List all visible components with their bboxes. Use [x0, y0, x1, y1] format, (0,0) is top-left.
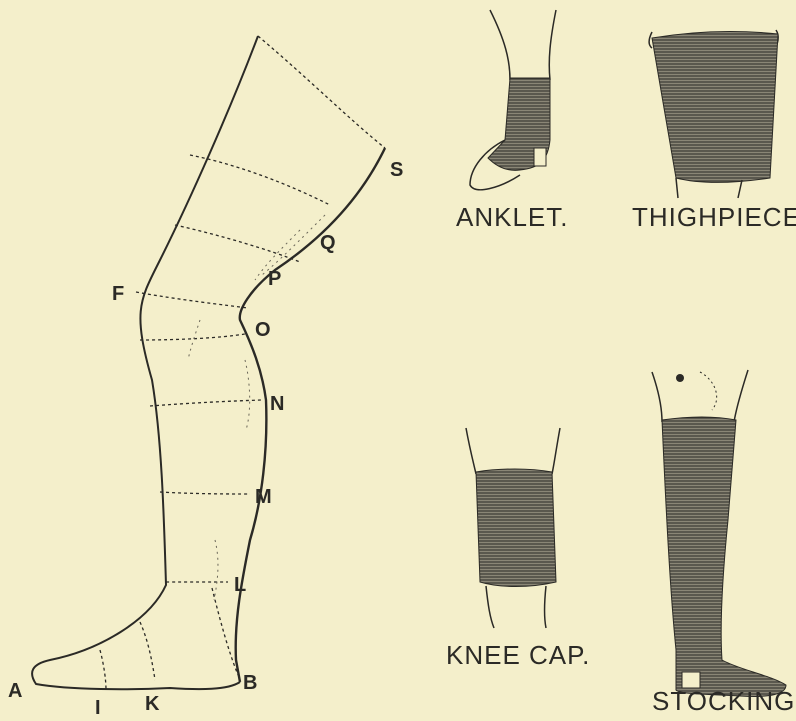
anklet-illustration [470, 10, 556, 190]
point-labels: A I K B L M N O P Q S F [8, 159, 403, 719]
point-label-i: I [95, 697, 101, 719]
point-label-n: N [270, 393, 284, 415]
thighpiece-illustration [649, 30, 778, 198]
leg-outline-back [236, 148, 385, 682]
thigh-top-line [258, 36, 385, 148]
point-label-p: P [268, 268, 281, 290]
point-label-f: F [112, 283, 124, 305]
caption-thighpiece: THIGHPIECE. [632, 202, 796, 233]
caption-stocking: STOCKING. [652, 686, 796, 717]
stocking-illustration [652, 370, 786, 697]
point-label-b: B [243, 672, 257, 694]
point-label-m: M [255, 486, 272, 508]
leg-diagram: A I K B L M N O P Q S F [8, 36, 403, 719]
knee-cap-illustration [466, 428, 560, 628]
leg-outline-front [32, 36, 258, 689]
caption-anklet: ANKLET. [456, 202, 569, 233]
point-label-q: Q [320, 232, 336, 254]
point-label-k: K [145, 693, 160, 715]
leg-shading [188, 215, 325, 600]
point-label-o: O [255, 319, 271, 341]
point-label-l: L [234, 574, 246, 596]
bandage-turn-lines [100, 155, 330, 690]
knee-mark-icon [676, 374, 684, 382]
point-label-s: S [390, 159, 403, 181]
caption-knee-cap: KNEE CAP. [446, 640, 590, 671]
point-label-a: A [8, 680, 22, 702]
